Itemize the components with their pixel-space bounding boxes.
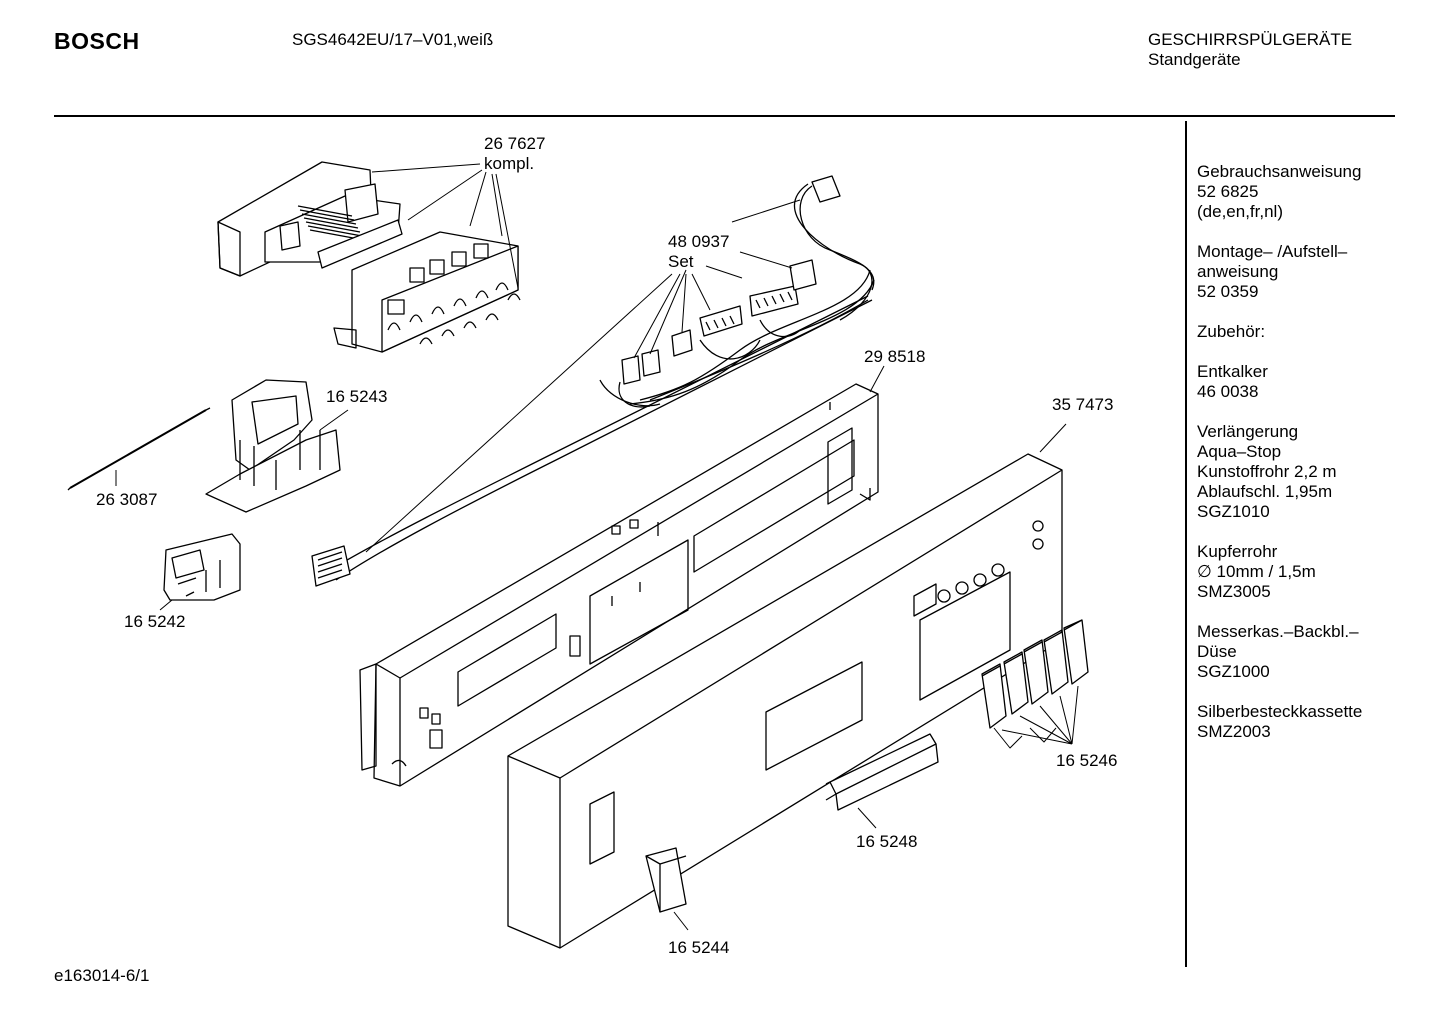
header-divider bbox=[54, 115, 1395, 117]
exploded-view-drawing bbox=[0, 0, 1180, 1000]
part-number: 48 0937 bbox=[668, 232, 730, 251]
leader-line-165248 bbox=[858, 808, 876, 828]
sidebar-line: Kupferrohr bbox=[1197, 542, 1278, 561]
sidebar-line: Silberbesteckkassette bbox=[1197, 702, 1363, 721]
part-label-298518[interactable]: 29 8518 bbox=[864, 347, 926, 366]
sidebar-line: Düse bbox=[1197, 642, 1237, 661]
sidebar-group-nozzle: Messerkas.–Backbl.– Düse SGZ1000 bbox=[1197, 622, 1397, 682]
leader-line-357473 bbox=[1040, 424, 1066, 452]
part-label-165244[interactable]: 16 5244 bbox=[668, 938, 730, 957]
part-label-165246[interactable]: 16 5246 bbox=[1056, 751, 1118, 770]
sidebar-group-cutlery-basket: Silberbesteckkassette SMZ2003 bbox=[1197, 702, 1397, 742]
sidebar-group-installation: Montage– /Aufstell– anweisung 52 0359 bbox=[1197, 242, 1397, 302]
sidebar-line: SMZ2003 bbox=[1197, 722, 1271, 741]
leader-lines-165246 bbox=[994, 686, 1078, 748]
part-buttons[interactable] bbox=[982, 620, 1088, 728]
sidebar-line: SMZ3005 bbox=[1197, 582, 1271, 601]
sidebar-line: SGZ1000 bbox=[1197, 662, 1270, 681]
category: GESCHIRRSPÜLGERÄTE Standgeräte bbox=[1148, 30, 1352, 70]
part-label-165242[interactable]: 16 5242 bbox=[124, 612, 186, 631]
sidebar-line: Entkalker bbox=[1197, 362, 1268, 381]
part-label-165248[interactable]: 16 5248 bbox=[856, 832, 918, 851]
part-note: Set bbox=[668, 252, 694, 271]
sidebar-line: Zubehör: bbox=[1197, 322, 1266, 341]
sidebar-group-manual: Gebrauchsanweisung 52 6825 (de,en,fr,nl) bbox=[1197, 162, 1397, 222]
part-label-165243[interactable]: 16 5243 bbox=[326, 387, 388, 406]
sidebar-line: Aqua–Stop bbox=[1197, 442, 1282, 461]
sidebar-line: 52 0359 bbox=[1197, 282, 1259, 301]
part-wiring-harness[interactable] bbox=[312, 176, 874, 586]
sidebar-line: ∅ 10mm / 1,5m bbox=[1197, 562, 1316, 581]
sidebar-line: SGZ1010 bbox=[1197, 502, 1270, 521]
sidebar-line: Kunstoffrohr 2,2 m bbox=[1197, 462, 1337, 481]
part-note: kompl. bbox=[484, 154, 535, 173]
leader-line-298518 bbox=[870, 366, 884, 392]
category-subtitle: Standgeräte bbox=[1148, 50, 1241, 69]
part-rod[interactable] bbox=[68, 408, 210, 490]
model-number: SGS4642EU/17–V01,weiß bbox=[292, 30, 494, 49]
sidebar-line: (de,en,fr,nl) bbox=[1197, 202, 1283, 221]
sidebar-line: anweisung bbox=[1197, 262, 1279, 281]
accessories-sidebar: Gebrauchsanweisung 52 6825 (de,en,fr,nl)… bbox=[1197, 162, 1397, 762]
sidebar-group-extension: Verlängerung Aqua–Stop Kunstoffrohr 2,2 … bbox=[1197, 422, 1397, 522]
leader-lines-267627 bbox=[372, 164, 518, 288]
part-label-357473[interactable]: 35 7473 bbox=[1052, 395, 1114, 414]
sidebar-group-copper-pipe: Kupferrohr ∅ 10mm / 1,5m SMZ3005 bbox=[1197, 542, 1397, 602]
part-label-267627[interactable]: 26 7627 kompl. bbox=[484, 134, 545, 174]
part-handle[interactable] bbox=[826, 734, 938, 810]
part-holder[interactable] bbox=[206, 380, 340, 512]
sidebar-line: Verlängerung bbox=[1197, 422, 1299, 441]
category-title: GESCHIRRSPÜLGERÄTE bbox=[1148, 30, 1353, 49]
part-control-module[interactable] bbox=[218, 162, 520, 352]
sidebar-group-descaler: Entkalker 46 0038 bbox=[1197, 362, 1397, 402]
sidebar-line: Montage– /Aufstell– bbox=[1197, 242, 1348, 261]
leader-lines-480937 bbox=[366, 200, 800, 552]
part-number: 26 7627 bbox=[484, 134, 546, 153]
sidebar-line: Gebrauchsanweisung bbox=[1197, 162, 1362, 181]
part-frame[interactable] bbox=[360, 384, 878, 786]
sidebar-line: Messerkas.–Backbl.– bbox=[1197, 622, 1359, 641]
part-label-263087[interactable]: 26 3087 bbox=[96, 490, 158, 509]
sidebar-line: 46 0038 bbox=[1197, 382, 1259, 401]
sidebar-line: Ablaufschl. 1,95m bbox=[1197, 482, 1333, 501]
brand-logo: BOSCH bbox=[54, 28, 140, 54]
leader-line-165244 bbox=[674, 912, 688, 930]
part-knob[interactable] bbox=[646, 848, 686, 912]
sidebar-divider bbox=[1185, 121, 1187, 967]
sidebar-group-accessories-heading: Zubehör: bbox=[1197, 322, 1397, 342]
part-label-480937[interactable]: 48 0937 Set bbox=[668, 232, 729, 272]
part-front-panel[interactable] bbox=[508, 454, 1062, 948]
part-switch[interactable] bbox=[164, 534, 240, 600]
leader-line-165242 bbox=[160, 600, 172, 610]
drawing-code: e163014-6/1 bbox=[54, 966, 150, 985]
leader-line-165243 bbox=[320, 410, 348, 430]
sidebar-line: 52 6825 bbox=[1197, 182, 1259, 201]
